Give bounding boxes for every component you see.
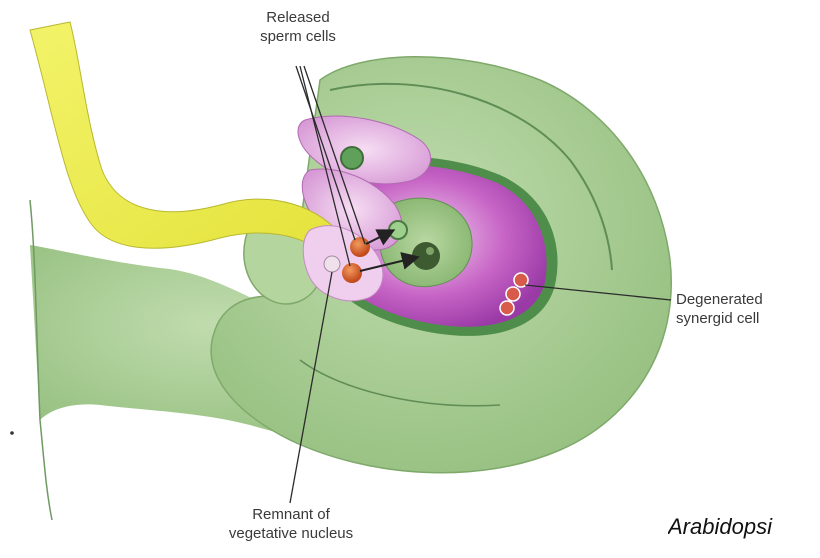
stray-mark (10, 431, 14, 435)
label-remnant-vegetative-nucleus: Remnant of vegetative nucleus (186, 505, 396, 543)
label-remnant-line1: Remnant of (186, 505, 396, 524)
label-synergid-line1: Degenerated (676, 290, 816, 309)
label-released-sperm-line1: Released (228, 8, 368, 27)
label-released-sperm-line2: sperm cells (228, 27, 368, 46)
label-synergid-line2: synergid cell (676, 309, 816, 328)
funiculus-base-outline (40, 420, 52, 520)
sperm-cell-2 (342, 263, 362, 283)
central-cell-nucleus (412, 242, 440, 270)
label-released-sperm-cells: Released sperm cells (228, 8, 368, 46)
central-cell-nucleolus (426, 247, 434, 255)
species-label: Arabidopsi (668, 514, 820, 540)
label-remnant-line2: vegetative nucleus (186, 524, 396, 543)
upper-nucleus (341, 147, 363, 169)
sperm-cell-1 (350, 237, 370, 257)
label-degenerated-synergid-cell: Degenerated synergid cell (676, 290, 816, 328)
vegetative-nucleus-remnant (324, 256, 340, 272)
synergid-dot-3 (500, 301, 514, 315)
egg-nucleus (389, 221, 407, 239)
synergid-dot-2 (506, 287, 520, 301)
